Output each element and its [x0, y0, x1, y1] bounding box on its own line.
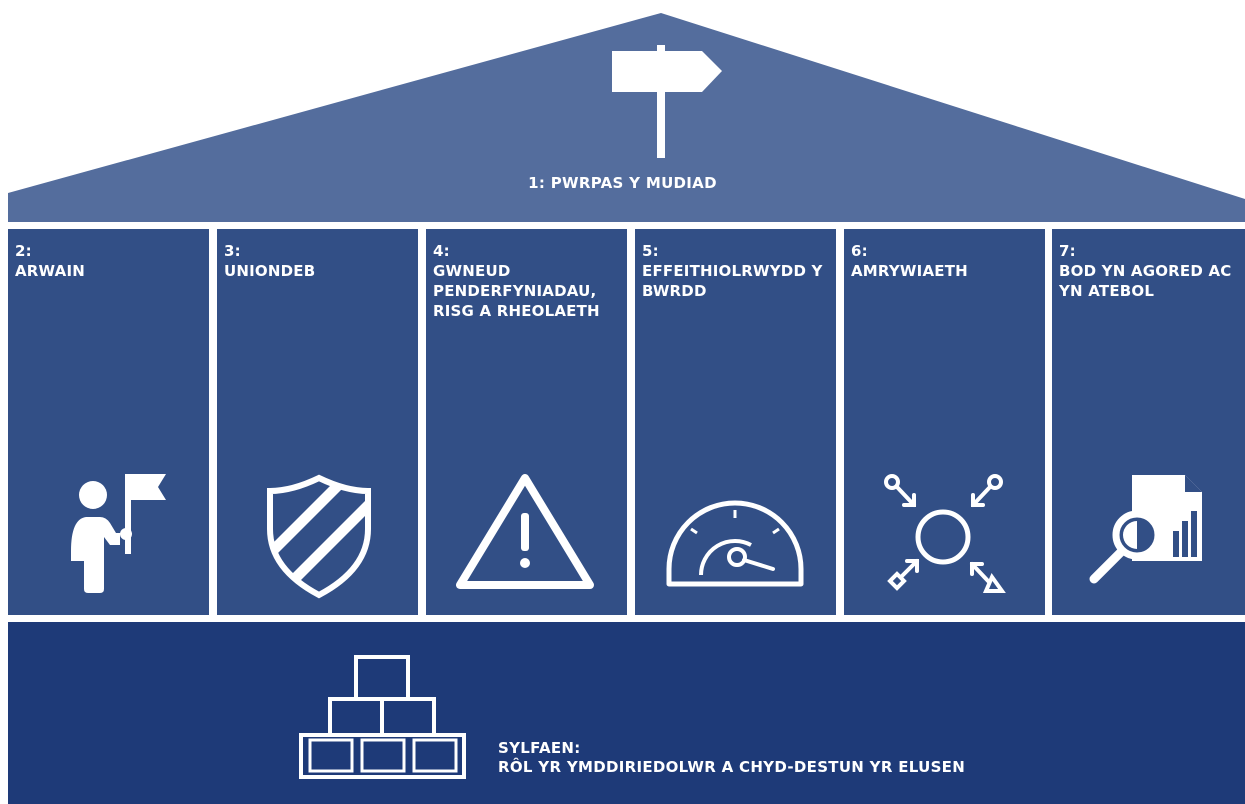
roof-shape	[8, 13, 1245, 222]
pillar-label: EFFEITHIOLRWYDD Y BWRDD	[642, 262, 823, 300]
pillar-label: AMRYWIAETH	[851, 262, 968, 280]
foundation: SYLFAEN: RÔL YR YMDDIRIEDOLWR A CHYD-DES…	[8, 622, 1245, 804]
person-with-flag-icon	[71, 474, 166, 593]
foundation-title: SYLFAEN:	[498, 739, 581, 757]
pillar-decision-risk-control: 4: GWNEUD PENDERFYNIADAU, RISG A RHEOLAE…	[426, 229, 627, 615]
stacked-blocks-icon	[299, 655, 466, 779]
pillar-label: BOD YN AGORED AC YN ATEBOL	[1059, 262, 1232, 300]
speedometer-icon	[666, 500, 804, 587]
pillar-number: 2:	[15, 242, 32, 260]
roof-title: 1: PWRPAS Y MUDIAD	[528, 174, 717, 192]
pillar-leadership: 2: ARWAIN	[8, 229, 209, 615]
pillar-board-effectiveness: 5: EFFEITHIOLRWYDD Y BWRDD	[635, 229, 836, 615]
pillar-label: UNIONDEB	[224, 262, 316, 280]
pillar-number: 4:	[433, 242, 450, 260]
pillar-label: ARWAIN	[15, 262, 85, 280]
diverse-arrows-circle-icon	[884, 474, 1006, 593]
pillar-number: 6:	[851, 242, 868, 260]
pillar-number: 7:	[1059, 242, 1076, 260]
pillar-integrity: 3: UNIONDEB	[217, 229, 418, 615]
magnifier-report-icon	[1089, 475, 1202, 584]
pillar-label: GWNEUD PENDERFYNIADAU, RISG A RHEOLAETH	[433, 262, 600, 320]
warning-triangle-icon	[456, 474, 594, 589]
pillar-diversity: 6: AMRYWIAETH	[844, 229, 1045, 615]
foundation-subtitle: RÔL YR YMDDIRIEDOLWR A CHYD-DESTUN YR EL…	[498, 758, 966, 776]
pillar-openness-accountability: 7: BOD YN AGORED AC YN ATEBOL	[1052, 229, 1245, 615]
pillar-number: 5:	[642, 242, 659, 260]
pillar-number: 3:	[224, 242, 241, 260]
signpost-icon	[612, 45, 722, 158]
striped-shield-icon	[267, 474, 371, 599]
